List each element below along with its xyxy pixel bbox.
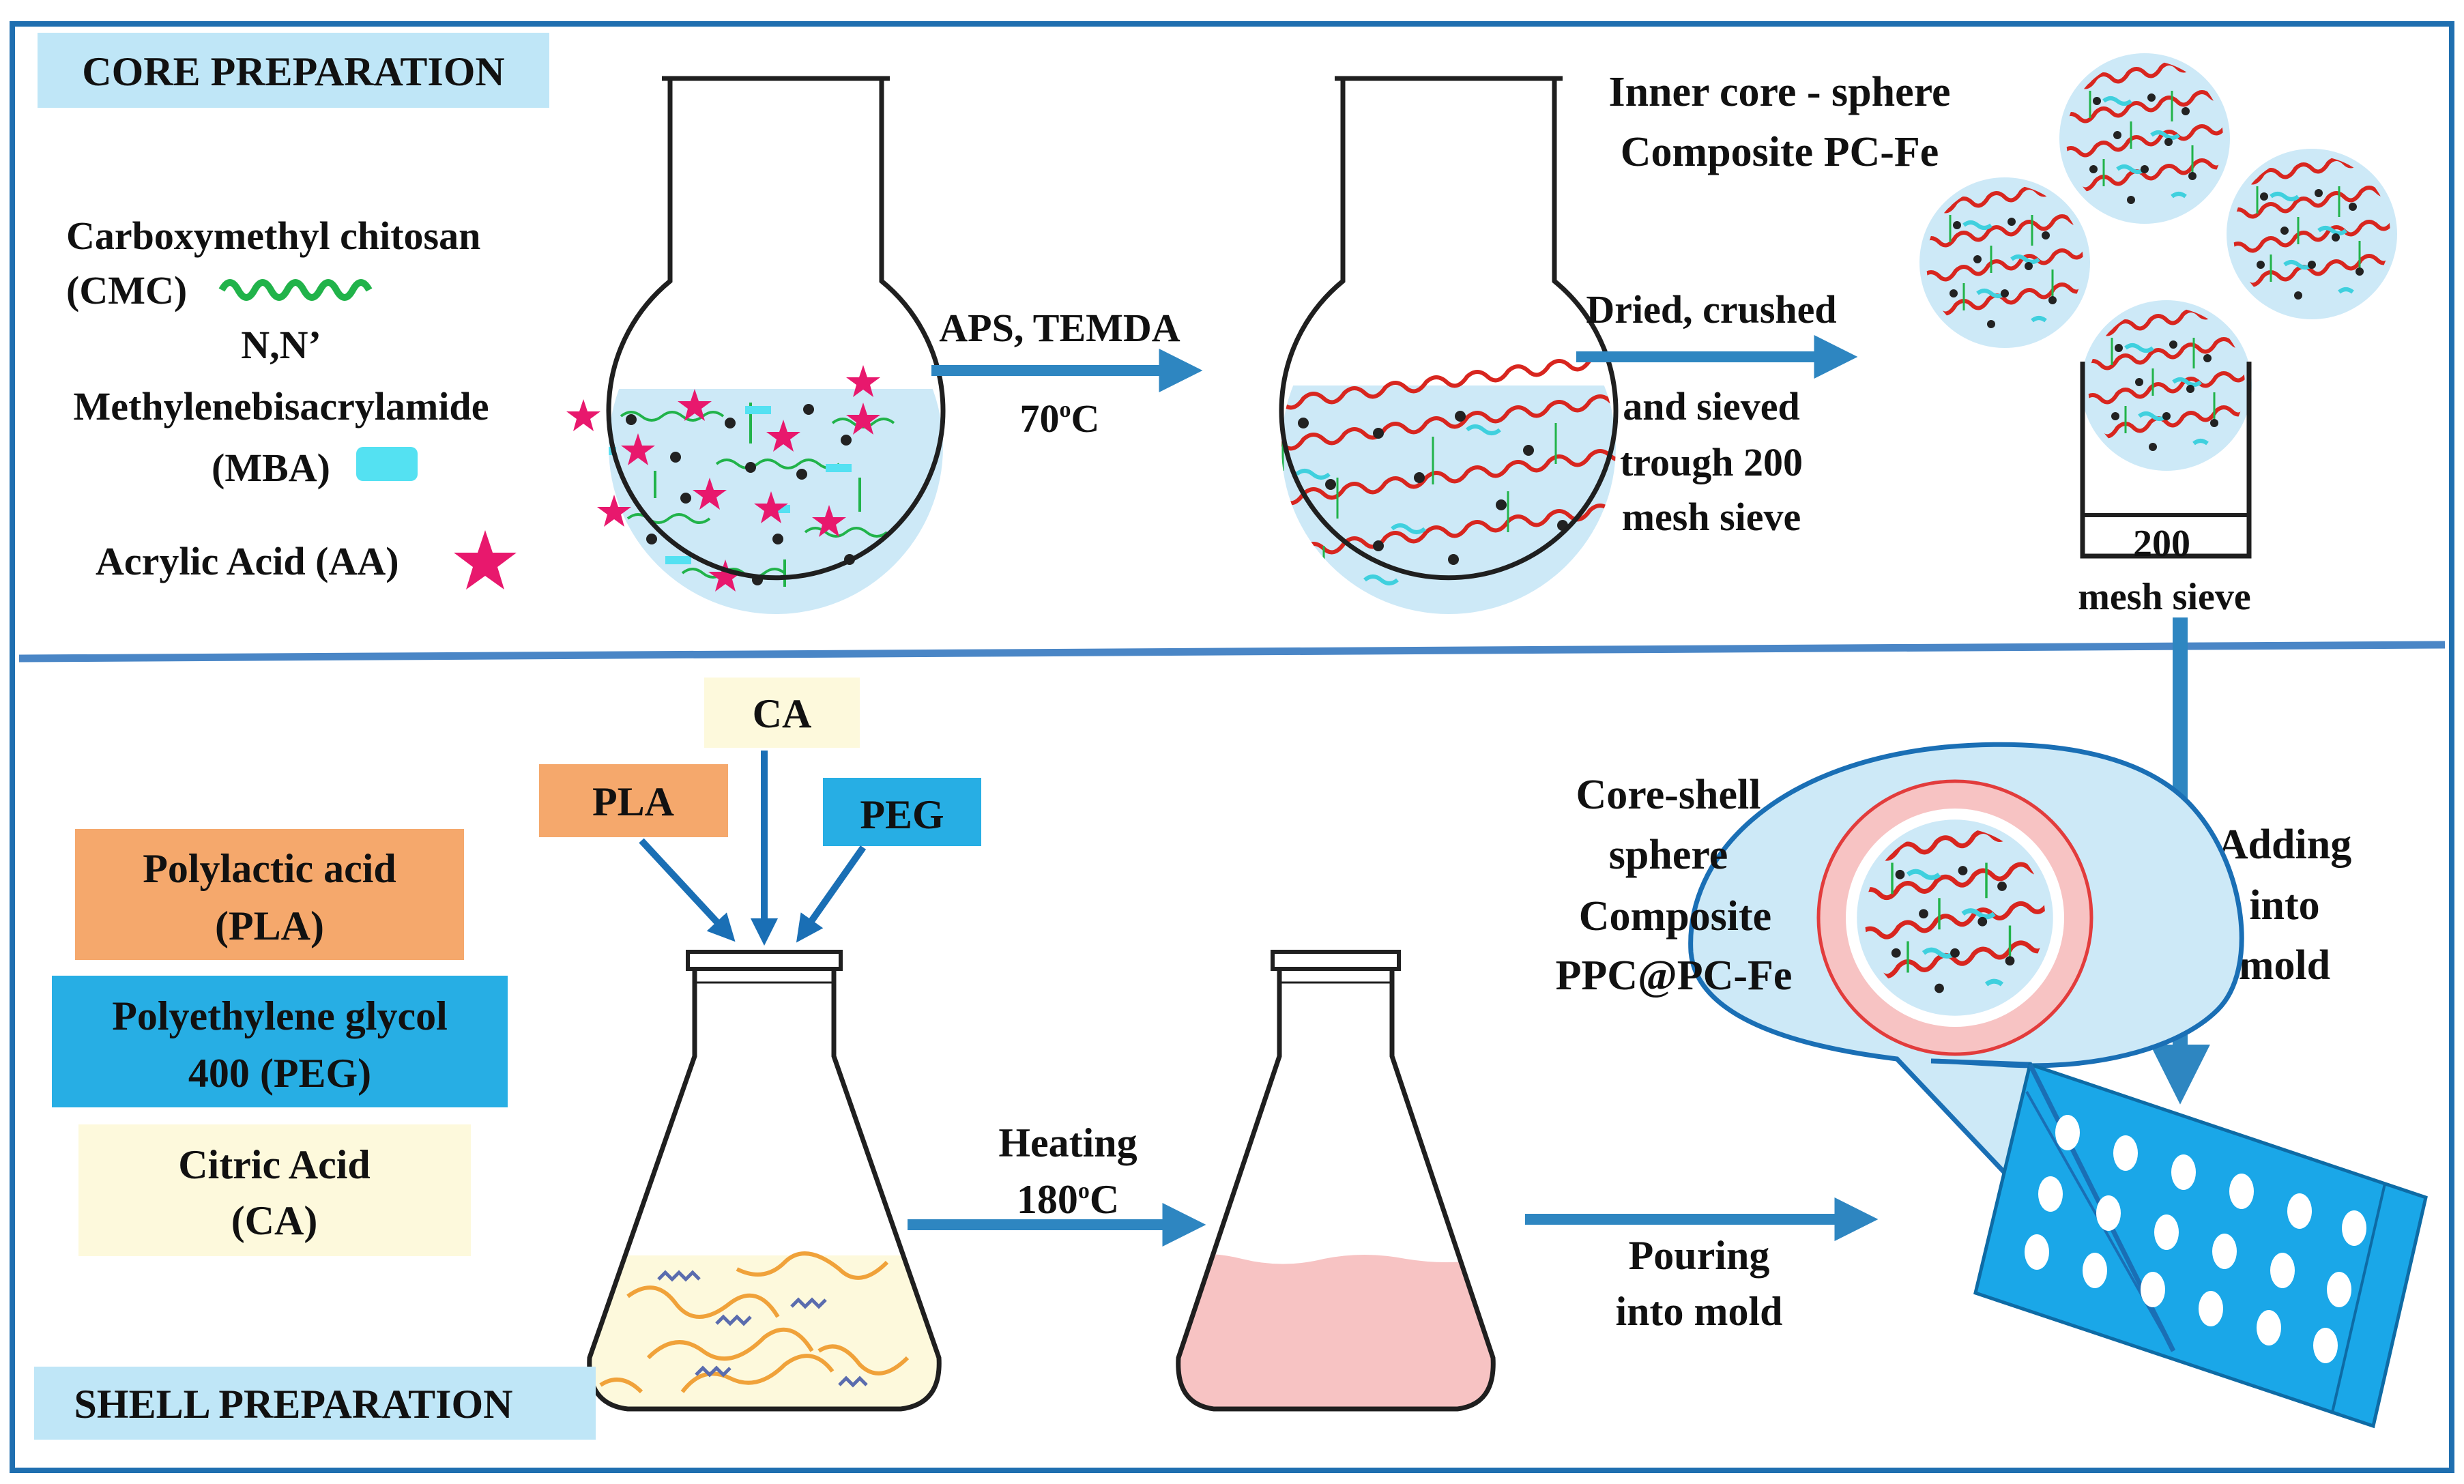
arrow-peg-in [796, 845, 867, 943]
aa-star-icon [454, 530, 517, 590]
cmc-label-line1: Carboxymethyl chitosan [66, 214, 480, 258]
svg-text:CORE PREPARATION: CORE PREPARATION [82, 49, 504, 94]
ca-legend-box [78, 1124, 471, 1256]
mba-label-line1: N,N’ [241, 323, 321, 367]
core-sphere [1919, 177, 2090, 348]
arrow-pla-in [639, 838, 736, 942]
mba-label-line3: (MBA) [212, 446, 330, 490]
final-product-line3: Composite [1579, 893, 1771, 940]
core-product-line1: Inner core - sphere [1608, 69, 1950, 115]
final-product-line4: PPC@PC-Fe [1556, 952, 1793, 999]
transfer-line2: into [2249, 882, 2319, 929]
mold-tray [1973, 1062, 2428, 1429]
core-shell-sphere [1816, 779, 2093, 1056]
process-line1: Dried, crushed [1586, 287, 1836, 332]
svg-text:CA: CA [753, 691, 812, 736]
aa-label: Acrylic Acid (AA) [96, 539, 399, 583]
round-flask-reactants [566, 76, 946, 614]
sieve-label-line2: mesh sieve [2078, 576, 2251, 618]
mba-crosslinker-icon [356, 447, 418, 481]
mba-label-line2: Methylenebisacrylamide [74, 384, 489, 428]
final-product-line2: sphere [1609, 832, 1728, 878]
svg-text:SHELL PREPARATION: SHELL PREPARATION [74, 1382, 513, 1427]
transfer-line1: Adding [2218, 821, 2351, 868]
core-legend: Carboxymethyl chitosan (CMC) N,N’ Methyl… [66, 214, 517, 590]
pour-line1: Pouring [1629, 1233, 1770, 1278]
core-sphere [2227, 149, 2397, 319]
shell-legend: Polylactic acid (PLA) Polyethylene glyco… [52, 829, 508, 1256]
shell-input-ca: CA [704, 678, 860, 748]
svg-text:Polyethylene glycol: Polyethylene glycol [112, 993, 448, 1038]
peg-legend-box [52, 976, 508, 1107]
shell-section-label: SHELL PREPARATION [34, 1367, 596, 1440]
section-divider [18, 641, 2446, 663]
core-sphere [2059, 53, 2230, 224]
outer-frame [10, 21, 2454, 1473]
svg-text:Citric Acid: Citric Acid [178, 1142, 371, 1187]
heating-label: Heating [998, 1120, 1137, 1165]
svg-text:(CA): (CA) [231, 1198, 318, 1243]
sieve-label-line1: 200 [2133, 523, 2190, 565]
svg-text:(PLA): (PLA) [215, 903, 324, 948]
cmc-label-line2: (CMC) [66, 268, 187, 312]
erlenmeyer-flask-melt [1176, 950, 1496, 1412]
core-temperature-label: 70oC [1020, 396, 1100, 441]
cmc-chain-icon [218, 279, 373, 301]
round-flask-hydrogel [1279, 76, 1619, 614]
shell-input-peg: PEG [823, 778, 981, 846]
reagents-label: APS, TEMDA [939, 306, 1180, 350]
erlenmeyer-flask-blend [587, 950, 942, 1412]
core-section-label: CORE PREPARATION [38, 33, 549, 108]
svg-text:PEG: PEG [860, 792, 944, 837]
shell-temperature-label: 180oC [1017, 1177, 1119, 1222]
process-line4: mesh sieve [1622, 495, 1801, 539]
core-spheres [1919, 53, 2397, 471]
process-line3: trough 200 [1620, 440, 1803, 484]
final-product-line1: Core-shell [1576, 772, 1761, 818]
transfer-line3: mold [2239, 942, 2330, 989]
pla-legend-box [75, 829, 464, 960]
svg-text:400 (PEG): 400 (PEG) [188, 1051, 371, 1096]
mesh-sieve [2080, 362, 2252, 559]
pour-line2: into mold [1615, 1289, 1782, 1334]
core-product-line2: Composite PC-Fe [1621, 129, 1939, 175]
process-line2: and sieved [1623, 384, 1799, 428]
svg-text:PLA: PLA [592, 779, 674, 824]
svg-text:Polylactic acid: Polylactic acid [143, 846, 396, 891]
shell-input-pla: PLA [539, 764, 728, 837]
core-sphere [2081, 300, 2252, 471]
